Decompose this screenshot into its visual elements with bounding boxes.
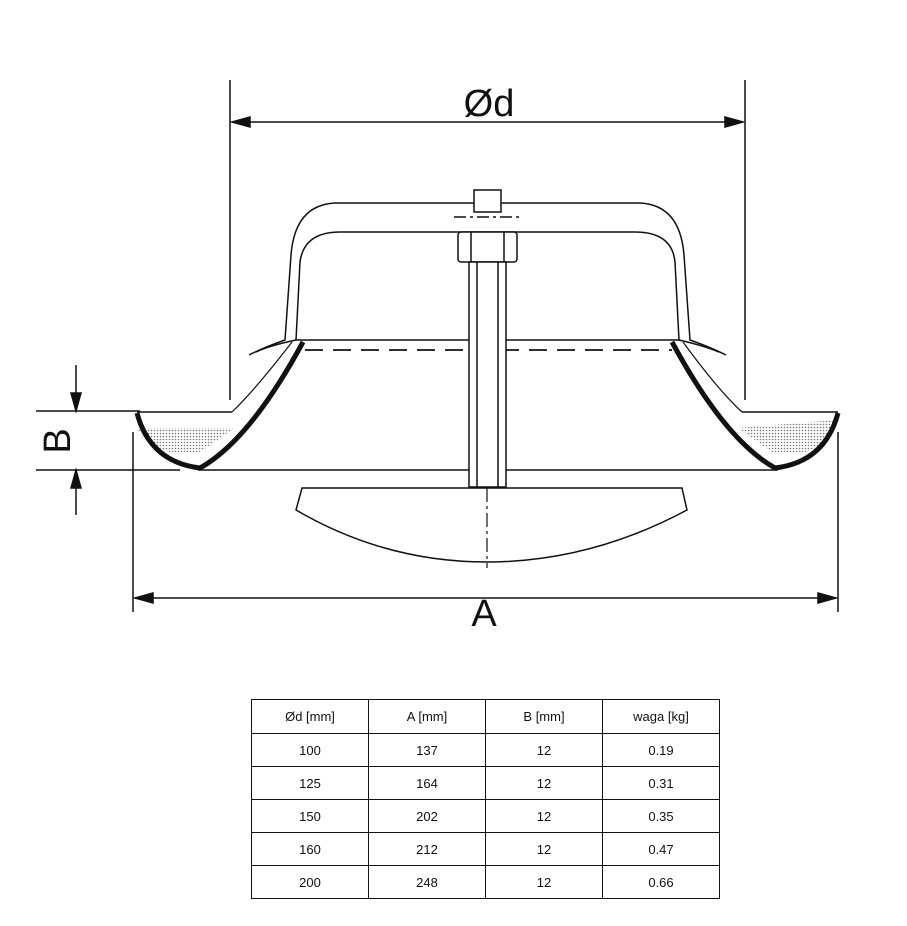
table-row: 160 212 12 0.47 bbox=[251, 832, 720, 866]
center-bolt bbox=[454, 189, 521, 488]
b-dimension bbox=[36, 365, 180, 515]
header-b: B [mm] bbox=[485, 699, 603, 734]
a-label: A bbox=[471, 593, 497, 635]
cell-diameter: 125 bbox=[251, 766, 369, 800]
cell-weight: 0.47 bbox=[602, 832, 720, 866]
diameter-label: Ød bbox=[464, 83, 515, 125]
table-row: 100 137 12 0.19 bbox=[251, 733, 720, 767]
cell-weight: 0.19 bbox=[602, 733, 720, 767]
cell-a: 202 bbox=[368, 799, 486, 833]
table-header-row: Ød [mm] A [mm] B [mm] waga [kg] bbox=[251, 699, 720, 734]
cell-a: 248 bbox=[368, 865, 486, 899]
cell-a: 137 bbox=[368, 733, 486, 767]
table-row: 125 164 12 0.31 bbox=[251, 766, 720, 800]
cell-diameter: 100 bbox=[251, 733, 369, 767]
header-diameter: Ød [mm] bbox=[251, 699, 369, 734]
cell-a: 212 bbox=[368, 832, 486, 866]
dimensions-table: Ød [mm] A [mm] B [mm] waga [kg] 100 137 … bbox=[251, 699, 720, 899]
cell-weight: 0.35 bbox=[602, 799, 720, 833]
diameter-dimension bbox=[229, 80, 746, 400]
cell-weight: 0.31 bbox=[602, 766, 720, 800]
cell-b: 12 bbox=[485, 865, 603, 899]
cell-b: 12 bbox=[485, 766, 603, 800]
cell-b: 12 bbox=[485, 799, 603, 833]
a-dimension bbox=[132, 432, 839, 612]
b-label: B bbox=[37, 428, 79, 453]
header-weight: waga [kg] bbox=[602, 699, 720, 734]
header-a: A [mm] bbox=[368, 699, 486, 734]
cell-diameter: 200 bbox=[251, 865, 369, 899]
cell-diameter: 160 bbox=[251, 832, 369, 866]
cell-diameter: 150 bbox=[251, 799, 369, 833]
cell-weight: 0.66 bbox=[602, 865, 720, 899]
cell-a: 164 bbox=[368, 766, 486, 800]
cell-b: 12 bbox=[485, 832, 603, 866]
cell-b: 12 bbox=[485, 733, 603, 767]
diffuser-plate bbox=[295, 487, 688, 568]
table-row: 200 248 12 0.66 bbox=[251, 865, 720, 899]
diffuser-technical-drawing: Ød A B bbox=[36, 80, 841, 635]
table-row: 150 202 12 0.35 bbox=[251, 799, 720, 833]
